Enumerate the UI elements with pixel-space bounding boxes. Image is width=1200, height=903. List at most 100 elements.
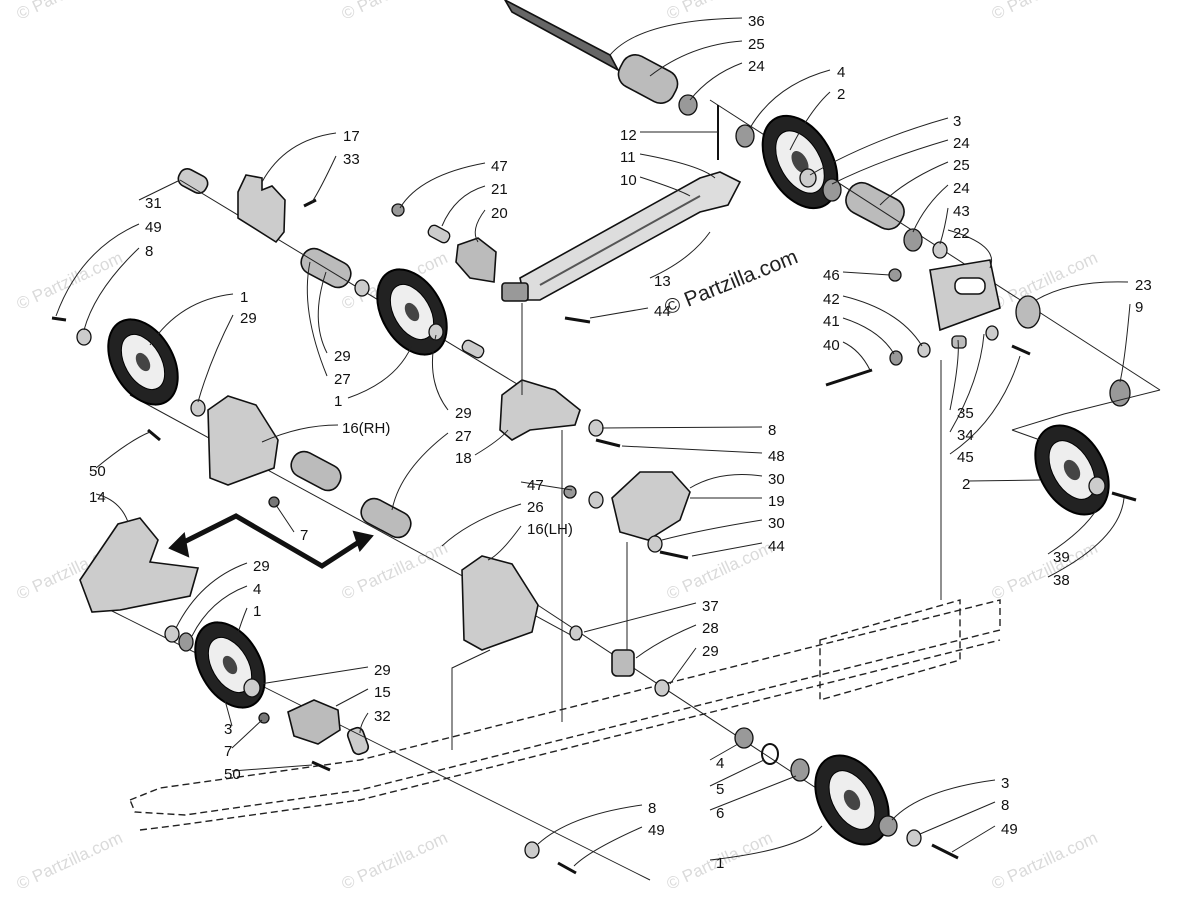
watermark: © Partzilla.com: [339, 538, 451, 604]
part-callout: 16(RH): [342, 420, 390, 437]
part-callout: 17: [343, 128, 360, 145]
part-callout: 24: [748, 58, 765, 75]
part-callout: 3: [224, 721, 232, 738]
shafts: [109, 0, 1161, 881]
plate-19: [611, 471, 691, 541]
wheel-lower-left: [194, 621, 266, 709]
part-callout: 29: [240, 310, 257, 327]
part-callout: 40: [823, 337, 840, 354]
part-callout: 31: [145, 195, 162, 212]
slide-rail: [129, 599, 1001, 831]
wheel-upper-left: [107, 318, 179, 406]
part-callout: 15: [374, 684, 391, 701]
pin-32: [346, 726, 370, 756]
part-callout: 47: [527, 477, 544, 494]
part-callout: 13: [654, 273, 671, 290]
part-callout: 49: [145, 219, 162, 236]
part-callout: 9: [1135, 299, 1143, 316]
part-callout: 42: [823, 291, 840, 308]
watermark: © Partzilla.com: [14, 248, 126, 314]
hardware: [51, 94, 1137, 875]
wheel-upper-center: [376, 268, 448, 356]
part-callout: 44: [768, 538, 785, 555]
part-callout: 29: [334, 348, 351, 365]
part-callout: 14: [89, 489, 106, 506]
part-callout: 11: [620, 149, 636, 166]
part-callout: 27: [455, 428, 472, 445]
part-callout: 35: [957, 405, 974, 422]
axle-line: [109, 609, 651, 881]
part-callout: 4: [253, 581, 261, 598]
part-callout: 28: [702, 620, 719, 637]
part-callout: 50: [224, 766, 241, 783]
part-callout: 1: [716, 855, 724, 872]
shaft-31: [177, 168, 209, 194]
part-callout: 7: [224, 743, 232, 760]
part-callout: 46: [823, 267, 840, 284]
part-callout: 24: [953, 180, 970, 197]
part-callout: 32: [374, 708, 391, 725]
part-callout: 36: [748, 13, 765, 30]
part-callout: 1: [240, 289, 248, 306]
wheel-lower-right: [814, 754, 890, 846]
part-callout: 33: [343, 151, 360, 168]
watermark: © Partzilla.com: [989, 538, 1101, 604]
part-callout: 43: [953, 203, 970, 220]
watermark-layer: © Partzilla.com © Partzilla.com © Partzi…: [14, 0, 1101, 894]
part-callout: 6: [716, 805, 724, 822]
part-callout: 2: [962, 476, 970, 493]
block-28: [611, 649, 635, 677]
part-callout: 27: [334, 371, 351, 388]
part-callout: 29: [455, 405, 472, 422]
part-callout: 1: [253, 603, 261, 620]
part-callout: 49: [648, 822, 665, 839]
hub-15: [287, 699, 341, 745]
part-callout: 45: [957, 449, 974, 466]
part-callout: 29: [702, 643, 719, 660]
part-callout: 25: [748, 36, 765, 53]
idler-wheels: [107, 114, 1110, 846]
part-callout: 8: [648, 800, 656, 817]
upper-shaft: [504, 0, 620, 72]
part-callout: 5: [716, 781, 724, 798]
part-callout: 4: [716, 755, 724, 772]
part-callout: 41: [823, 313, 840, 330]
part-callout: 37: [702, 598, 719, 615]
reference-lines: [451, 303, 1161, 750]
part-callout: 39: [1053, 549, 1070, 566]
part-callout: 3: [1001, 775, 1009, 792]
bracket-18: [499, 379, 581, 441]
part-callout: 20: [491, 205, 508, 222]
part-callout: 49: [1001, 821, 1018, 838]
watermark: © Partzilla.com: [14, 828, 126, 894]
part-callout: 12: [620, 127, 637, 144]
part-callout: 24: [953, 135, 970, 152]
wheel-upper-right: [761, 114, 839, 210]
arm-14: [79, 517, 200, 613]
spacer-sleeve: [360, 497, 412, 539]
watermark: © Partzilla.com: [664, 538, 776, 604]
part-callout: 8: [768, 422, 776, 439]
part-callout: 47: [491, 158, 508, 175]
part-callout: 18: [455, 450, 472, 467]
spacer-sleeve: [617, 54, 679, 104]
spacer-sleeve: [290, 450, 342, 492]
part-callout: 44: [654, 303, 671, 320]
bracket-17: [237, 174, 286, 244]
watermark: © Partzilla.com: [989, 248, 1101, 314]
part-callout: 22: [953, 225, 970, 242]
part-callout: 23: [1135, 277, 1152, 294]
part-callout: 1: [334, 393, 342, 410]
part-callout: 34: [957, 427, 974, 444]
part-callout: 7: [300, 527, 308, 544]
part-callout: 2: [837, 86, 845, 103]
part-callout: 10: [620, 172, 637, 189]
part-callout: 8: [145, 243, 153, 260]
watermark: © Partzilla.com: [339, 0, 451, 24]
watermark: © Partzilla.com: [989, 0, 1101, 24]
part-callout: 8: [1001, 797, 1009, 814]
watermark: © Partzilla.com: [339, 828, 451, 894]
part-callout: 4: [837, 64, 845, 81]
